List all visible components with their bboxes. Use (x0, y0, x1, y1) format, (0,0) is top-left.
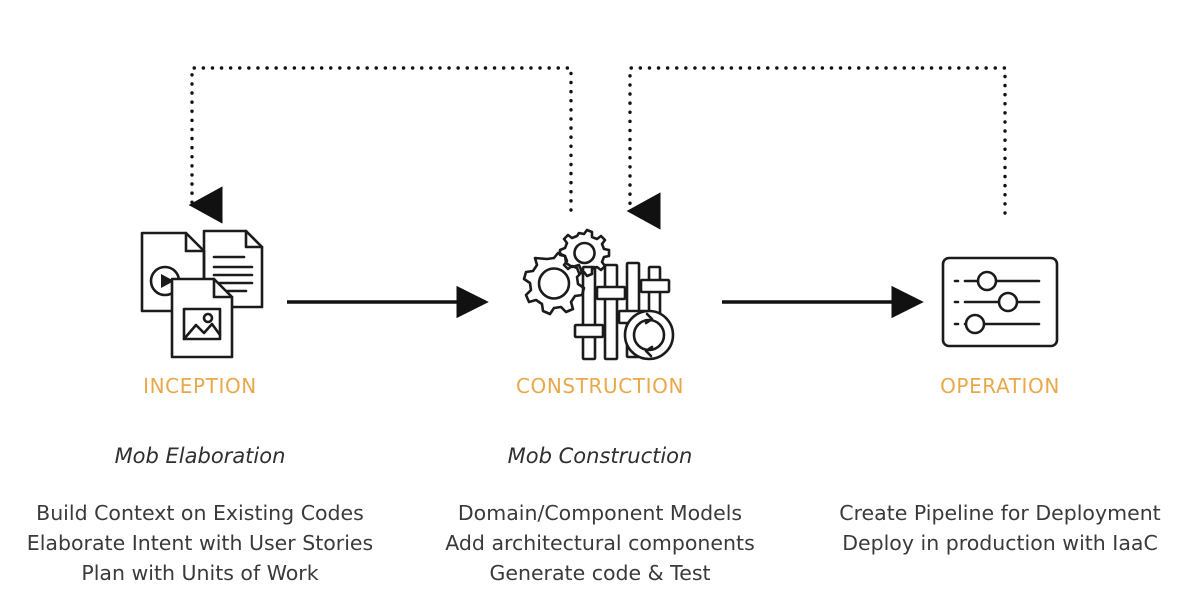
dotted-arrow-operation-to-construction (626, 66, 1007, 230)
stage-operation: OPERATION Create Pipeline for Deployment… (800, 0, 1200, 615)
operation-icon-slot (800, 250, 1200, 354)
stage-label-operation: OPERATION (940, 374, 1060, 398)
bullet-item: Generate code & Test (489, 561, 711, 585)
bullet-item: Domain/Component Models (457, 501, 743, 525)
stage-label-inception: INCEPTION (143, 374, 257, 398)
bullet-item: Deploy in production with IaaC (842, 531, 1158, 555)
bullet-item: Plan with Units of Work (81, 561, 319, 585)
bullet-item: Build Context on Existing Codes (36, 501, 364, 525)
stage-construction: CONSTRUCTION Mob Construction Domain/Com… (400, 0, 800, 615)
bullet-item: Elaborate Intent with User Stories (26, 531, 374, 555)
stage-subtitle-construction: Mob Construction (507, 444, 693, 468)
inception-icon-slot (0, 222, 400, 364)
control-panel-sliders-icon (941, 256, 1059, 348)
stage-label-construction: CONSTRUCTION (515, 374, 685, 398)
gears-sliders-refresh-icon (522, 228, 675, 361)
stage-subtitle-inception: Mob Elaboration (114, 444, 286, 468)
bullet-item: Create Pipeline for Deployment (839, 501, 1161, 525)
bullet-item: Add architectural components (445, 531, 755, 555)
construction-icon-slot (400, 222, 800, 364)
stage-bullets-construction: Domain/Component Models Add architectura… (400, 498, 800, 588)
documents-media-icon (140, 229, 264, 359)
stage-inception: INCEPTION Mob Elaboration Build Context … (0, 0, 400, 615)
stage-bullets-inception: Build Context on Existing Codes Elaborat… (0, 498, 400, 588)
stage-bullets-operation: Create Pipeline for Deployment Deploy in… (800, 498, 1200, 558)
